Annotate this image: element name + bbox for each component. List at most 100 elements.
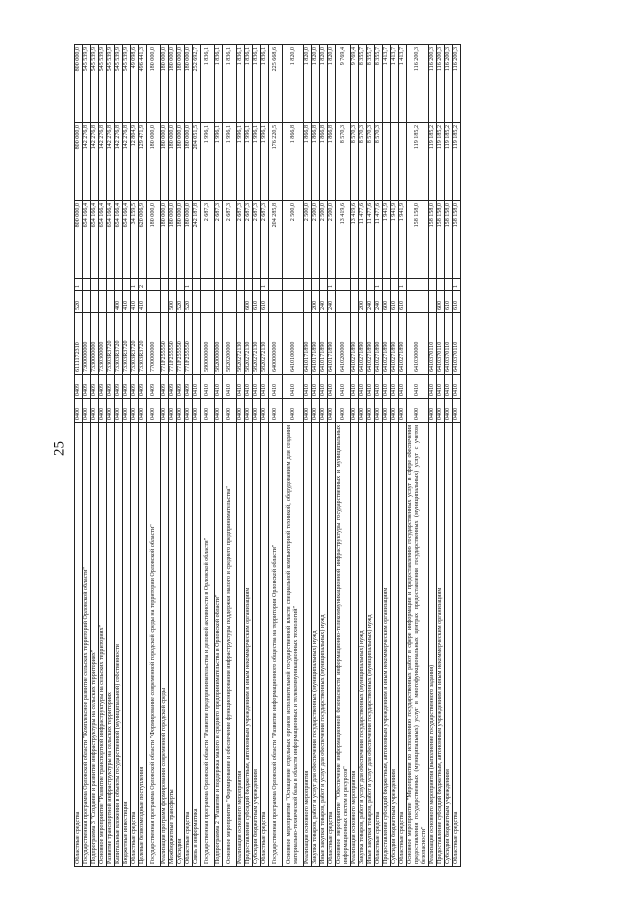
section-code: 0400 <box>122 398 131 423</box>
source-code <box>282 278 304 291</box>
amount-year-1: 34 159,5 <box>130 200 139 279</box>
section-code: 0400 <box>114 398 123 423</box>
amount-year-3: 1 836,1 <box>260 44 269 123</box>
amount-year-2: 1 996,1 <box>252 122 261 201</box>
expense-type-code: 240 <box>366 290 375 313</box>
expense-type-code <box>350 290 359 313</box>
row-name: Основное мероприятие "Развитие транспорт… <box>98 422 107 867</box>
row-name: Иные закупки товаров, работ и услуг для … <box>319 422 328 867</box>
target-article-code: 6400000000 <box>268 312 283 375</box>
expense-type-code <box>214 290 223 313</box>
expense-type-code: 410 <box>122 290 131 313</box>
subsection-code: 0410 <box>335 374 351 399</box>
section-code: 0400 <box>222 398 237 423</box>
amount-year-3: 545 539,9 <box>122 44 131 123</box>
amount-year-1: 180 000,0 <box>184 200 193 279</box>
expense-type-code <box>303 290 312 313</box>
subsection-code: 0410 <box>366 374 375 399</box>
source-code <box>82 278 91 291</box>
amount-year-2: 1 866,8 <box>319 122 328 201</box>
amount-year-1: 1 941,9 <box>390 200 399 279</box>
amount-year-2 <box>390 122 399 201</box>
amount-year-3: 1 820,0 <box>311 44 320 123</box>
table-row: Иные закупки товаров, работ и услуг для … <box>366 44 375 867</box>
expense-type-code: 200 <box>358 290 367 313</box>
row-name: Основное мероприятие "Мероприятия по исп… <box>406 422 429 867</box>
row-name: Субсидии бюджетным учреждениям <box>444 422 453 867</box>
amount-year-1: 2 687,3 <box>260 200 269 279</box>
expense-type-code <box>282 290 304 313</box>
expense-type-code <box>268 290 283 313</box>
amount-year-2: 1 996,1 <box>222 122 237 201</box>
source-code <box>176 278 185 291</box>
amount-year-3: 800 000,0 <box>74 44 83 123</box>
amount-year-3: 180 000,0 <box>146 44 161 123</box>
row-name: Предоставление субсидий бюджетным, автон… <box>382 422 391 867</box>
amount-year-2: 180 000,0 <box>176 122 185 201</box>
row-name: Целевые безвозмездные поступления <box>138 422 147 867</box>
subsection-code: 0409 <box>176 374 185 399</box>
target-article-code: 6410370110 <box>444 312 453 375</box>
subsection-code: 0410 <box>374 374 383 399</box>
target-article-code: 6410200000 <box>335 312 351 375</box>
target-article-code: 7300000000 <box>82 312 91 375</box>
expense-type-code <box>236 290 245 313</box>
source-code <box>122 278 131 291</box>
table-row: Капитальные вложения в объекты государст… <box>114 44 123 867</box>
subsection-code: 0410 <box>268 374 283 399</box>
row-name: Реализация основного мероприятия <box>236 422 245 867</box>
subsection-code: 0410 <box>428 374 437 399</box>
expense-type-code: 610 <box>452 290 461 313</box>
source-code <box>192 278 201 291</box>
section-code: 0400 <box>390 398 399 423</box>
amount-year-3: 9 769,4 <box>350 44 359 123</box>
target-article-code: 5820000000 <box>214 312 223 375</box>
amount-year-2: 1 996,1 <box>244 122 253 201</box>
target-article-code: 6410370110 <box>452 312 461 375</box>
expense-type-code: 410 <box>130 290 139 313</box>
amount-year-3: 1 836,1 <box>244 44 253 123</box>
target-article-code: 6410271890 <box>350 312 359 375</box>
amount-year-1: 11 477,6 <box>358 200 367 279</box>
subsection-code: 0410 <box>222 374 237 399</box>
table-row: Основное мероприятие "Обеспечение информ… <box>335 44 351 867</box>
amount-year-3: 252 692,7 <box>192 44 201 123</box>
section-code: 0400 <box>350 398 359 423</box>
section-code: 0400 <box>303 398 312 423</box>
source-code: 1 <box>260 278 269 291</box>
amount-year-1: 11 477,6 <box>366 200 375 279</box>
subsection-code: 0410 <box>192 374 201 399</box>
target-article-code: 73303R3720 <box>122 312 131 375</box>
amount-year-1: 158 158,0 <box>428 200 437 279</box>
amount-year-2 <box>382 122 391 201</box>
expense-type-code: 610 <box>444 290 453 313</box>
section-code: 0400 <box>444 398 453 423</box>
amount-year-3: 545 539,9 <box>114 44 123 123</box>
source-code <box>236 278 245 291</box>
subsection-code: 0409 <box>130 374 139 399</box>
amount-year-1: 242 187,8 <box>192 200 201 279</box>
amount-year-2: 119 185,2 <box>452 122 461 201</box>
expense-type-code: 410 <box>138 290 147 313</box>
amount-year-1: 158 158,0 <box>436 200 445 279</box>
table-row: Государственная программа Орловской обла… <box>82 44 91 867</box>
subsection-code: 0410 <box>282 374 304 399</box>
subsection-code: 0409 <box>168 374 177 399</box>
amount-year-3: 1 820,0 <box>327 44 336 123</box>
row-name: Субсидии бюджетным учреждениям <box>390 422 399 867</box>
expense-type-code <box>335 290 351 313</box>
section-code: 0400 <box>184 398 193 423</box>
amount-year-2: 1 996,1 <box>236 122 245 201</box>
amount-year-1: 180 000,0 <box>168 200 177 279</box>
row-name: Областные средства <box>260 422 269 867</box>
amount-year-2: 119 185,2 <box>444 122 453 201</box>
row-name: Реализация основного мероприятия (выполн… <box>428 422 437 867</box>
amount-year-1: 654 166,4 <box>82 200 91 279</box>
amount-year-1: 2 500,0 <box>282 200 304 279</box>
amount-year-3: 1 820,0 <box>282 44 304 123</box>
expense-type-code <box>200 290 215 313</box>
amount-year-3: 1 836,1 <box>214 44 223 123</box>
section-code: 0400 <box>82 398 91 423</box>
section-code: 0400 <box>160 398 169 423</box>
